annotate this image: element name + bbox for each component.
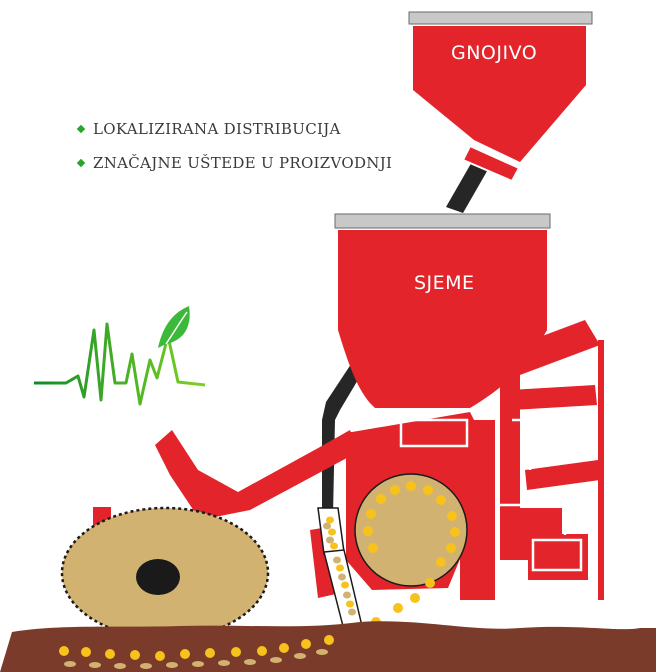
seed-hopper — [334, 213, 551, 408]
feature-item: ZNAČAJNE UŠTEDE U PROIZVODNJI — [76, 146, 393, 180]
feature-item: LOKALIZIRANA DISTRIBUCIJA — [76, 112, 392, 146]
feature-item-text: LOKALIZIRANA DISTRIBUCIJA — [93, 120, 341, 138]
fertilizer-hopper — [408, 11, 593, 183]
opener-disc-hub — [136, 559, 180, 595]
plant-pulse-icon — [34, 306, 206, 406]
feature-item-text: ZNAČAJNE UŠTEDE U PROIZVODNJI — [93, 154, 393, 172]
seed-hopper-label: SJEME — [414, 272, 475, 294]
leaf-icon — [158, 306, 190, 348]
fertilizer-hopper-collar — [461, 144, 521, 183]
fertilizer-hopper-label: GNOJIVO — [451, 42, 538, 64]
fertilizer-hopper-lid — [408, 11, 593, 25]
seed-hopper-lid — [334, 213, 551, 229]
frame-highlights — [399, 418, 583, 572]
diamond-bullet-icon — [76, 124, 86, 134]
seed-chute — [317, 507, 363, 631]
machine-frame — [93, 320, 604, 600]
planted-seeds — [59, 635, 334, 669]
opener-disc — [60, 506, 270, 640]
feature-list: LOKALIZIRANA DISTRIBUCIJA ZNAČAJNE UŠTED… — [76, 112, 393, 180]
soil-ground — [0, 621, 656, 672]
diamond-bullet-icon — [76, 158, 86, 168]
fertilizer-tube — [446, 160, 490, 213]
seed-meter — [354, 473, 468, 587]
seed-tube — [322, 352, 371, 515]
